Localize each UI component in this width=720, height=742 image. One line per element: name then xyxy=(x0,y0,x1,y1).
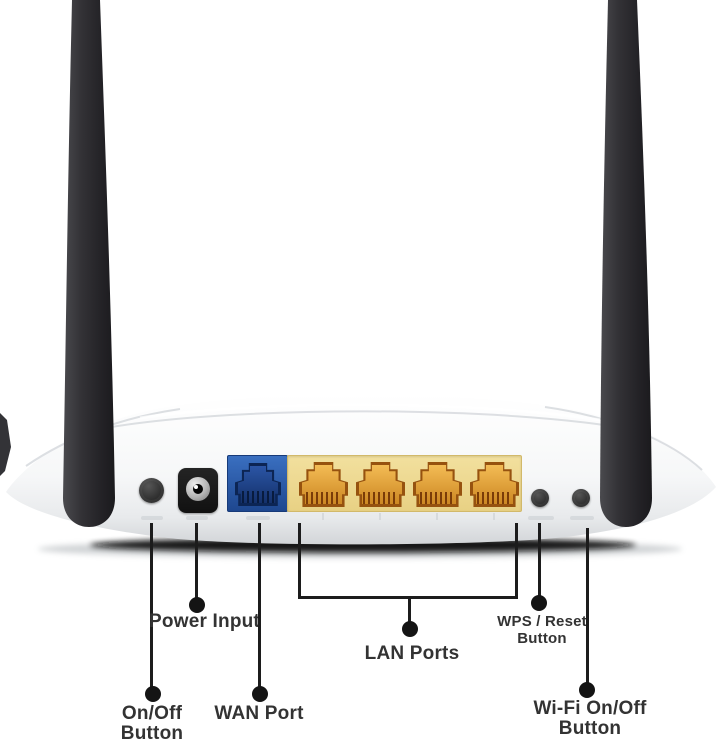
lan-port xyxy=(356,462,405,507)
callout-line-power xyxy=(195,523,198,599)
callout-line-wifi xyxy=(586,528,589,684)
label-lan-ports: LAN Ports xyxy=(364,643,460,664)
callout-stem-lan xyxy=(408,598,411,623)
callout-dot-wan xyxy=(252,686,268,702)
callout-dot-lan xyxy=(402,621,418,637)
jack-glint xyxy=(194,485,198,489)
callout-line-on-off xyxy=(150,523,153,694)
callout-bracket-right xyxy=(515,523,518,598)
callout-bracket-left xyxy=(298,523,301,598)
label-on-off-button: On/Off Button xyxy=(120,703,184,742)
wps-reset-button xyxy=(531,489,549,507)
edge-sliver xyxy=(0,413,11,476)
lan-port-panel xyxy=(287,455,522,512)
callout-dot-wifi xyxy=(579,682,595,698)
lan-port xyxy=(299,462,348,507)
embossed-markings xyxy=(141,513,594,520)
power-input-jack xyxy=(178,468,218,513)
lan-port xyxy=(470,462,519,507)
label-wan-port: WAN Port xyxy=(214,703,304,724)
wan-rj45-socket xyxy=(235,463,281,506)
label-power-input: Power Input xyxy=(149,611,260,632)
callout-dot-power xyxy=(189,597,205,613)
callout-dot-on-off xyxy=(145,686,161,702)
wan-port xyxy=(227,455,288,512)
lan-port xyxy=(413,462,462,507)
power-on-off-button xyxy=(139,478,164,503)
callout-line-wps xyxy=(538,523,541,597)
callout-line-wan xyxy=(258,523,261,688)
label-wps-reset-button: WPS / Reset Button xyxy=(497,613,587,647)
label-wifi-on-off-button: Wi-Fi On/Off Button xyxy=(533,698,647,739)
callout-dot-wps xyxy=(531,595,547,611)
left-antenna xyxy=(63,0,115,527)
right-antenna xyxy=(600,0,652,527)
wifi-on-off-button xyxy=(572,489,590,507)
case-highlight xyxy=(139,403,601,422)
jack-pin xyxy=(193,484,203,494)
callout-bracket-bottom xyxy=(298,596,518,599)
